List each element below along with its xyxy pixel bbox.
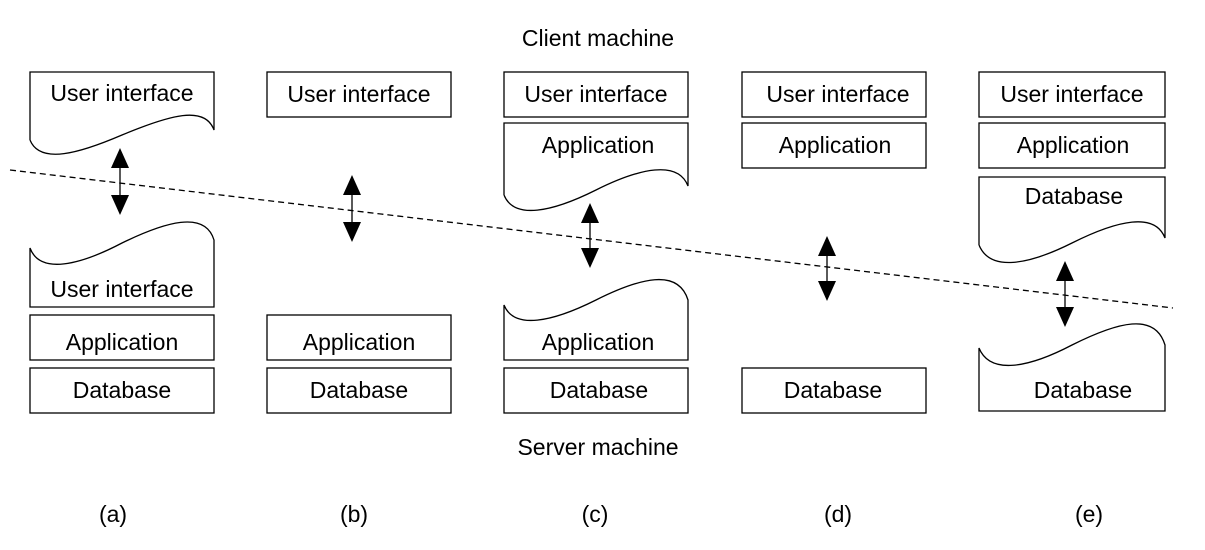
client-application-label: Application — [542, 132, 655, 158]
configuration-c: User interface Application Application D… — [503, 71, 689, 527]
client-user-interface-label: User interface — [287, 81, 430, 107]
client-user-interface-label: User interface — [524, 81, 667, 107]
client-user-interface-box — [503, 71, 689, 118]
server-application-box — [266, 314, 452, 361]
server-database-box — [503, 367, 689, 414]
configuration-d: User interface Application Database (d) — [741, 71, 927, 527]
client-user-interface-label: User interface — [766, 81, 909, 107]
caption-a: (a) — [99, 501, 127, 527]
configuration-e: User interface Application Database Data… — [978, 71, 1166, 527]
client-database-partial — [978, 176, 1166, 264]
client-user-interface-box — [266, 71, 452, 118]
client-user-interface-label: User interface — [1000, 81, 1143, 107]
server-database-box — [266, 367, 452, 414]
client-application-box — [741, 122, 927, 169]
server-application-partial — [503, 279, 689, 361]
double-arrow — [1056, 261, 1074, 327]
server-database-label: Database — [310, 377, 408, 403]
client-database-label: Database — [1025, 183, 1123, 209]
client-user-interface-box — [978, 71, 1166, 118]
server-application-label: Application — [303, 329, 416, 355]
server-database-partial — [978, 323, 1166, 412]
double-arrow — [343, 175, 361, 242]
client-server-divider — [9, 169, 1174, 309]
server-application-box — [29, 314, 215, 361]
server-application-label: Application — [66, 329, 179, 355]
server-database-label: Database — [784, 377, 882, 403]
client-machine-label: Client machine — [522, 25, 674, 51]
server-application-label: Application — [542, 329, 655, 355]
caption-c: (c) — [582, 501, 609, 527]
server-database-label: Database — [73, 377, 171, 403]
client-application-partial — [503, 122, 689, 212]
double-arrow — [818, 236, 836, 301]
client-user-interface-box — [741, 71, 927, 118]
server-database-box — [29, 367, 215, 414]
server-user-interface-partial — [29, 221, 215, 308]
server-database-box — [741, 367, 927, 414]
client-application-label: Application — [779, 132, 892, 158]
caption-d: (d) — [824, 501, 852, 527]
client-user-interface-partial — [29, 71, 215, 155]
client-user-interface-label: User interface — [50, 80, 193, 106]
client-application-label: Application — [1017, 132, 1130, 158]
server-machine-label: Server machine — [517, 434, 678, 460]
client-application-box — [978, 122, 1166, 169]
configuration-a: User interface User interface Applicatio… — [29, 71, 215, 527]
server-user-interface-label: User interface — [50, 276, 193, 302]
double-arrow — [581, 203, 599, 268]
configuration-b: User interface Application Database (b) — [266, 71, 452, 527]
server-database-label: Database — [1034, 377, 1132, 403]
caption-b: (b) — [340, 501, 368, 527]
double-arrow — [111, 148, 129, 215]
server-database-label: Database — [550, 377, 648, 403]
caption-e: (e) — [1075, 501, 1103, 527]
